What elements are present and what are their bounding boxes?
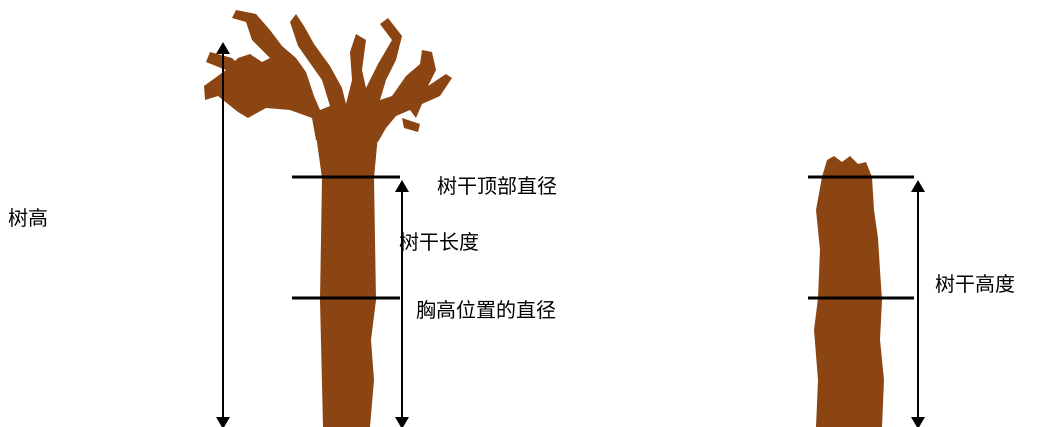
full-tree [204,10,452,427]
tree-crown [204,10,452,142]
tree-trunk [316,135,378,427]
trunk-segment [814,156,884,427]
label-trunk-height: 树干高度 [935,272,1015,296]
label-breast-height-diameter: 胸高位置的直径 [416,298,556,322]
label-trunk-length: 树干长度 [399,230,479,254]
label-trunk-top-diameter: 树干顶部直径 [437,174,557,198]
label-tree-height: 树高 [8,206,48,230]
tree-right-branch [402,118,420,132]
